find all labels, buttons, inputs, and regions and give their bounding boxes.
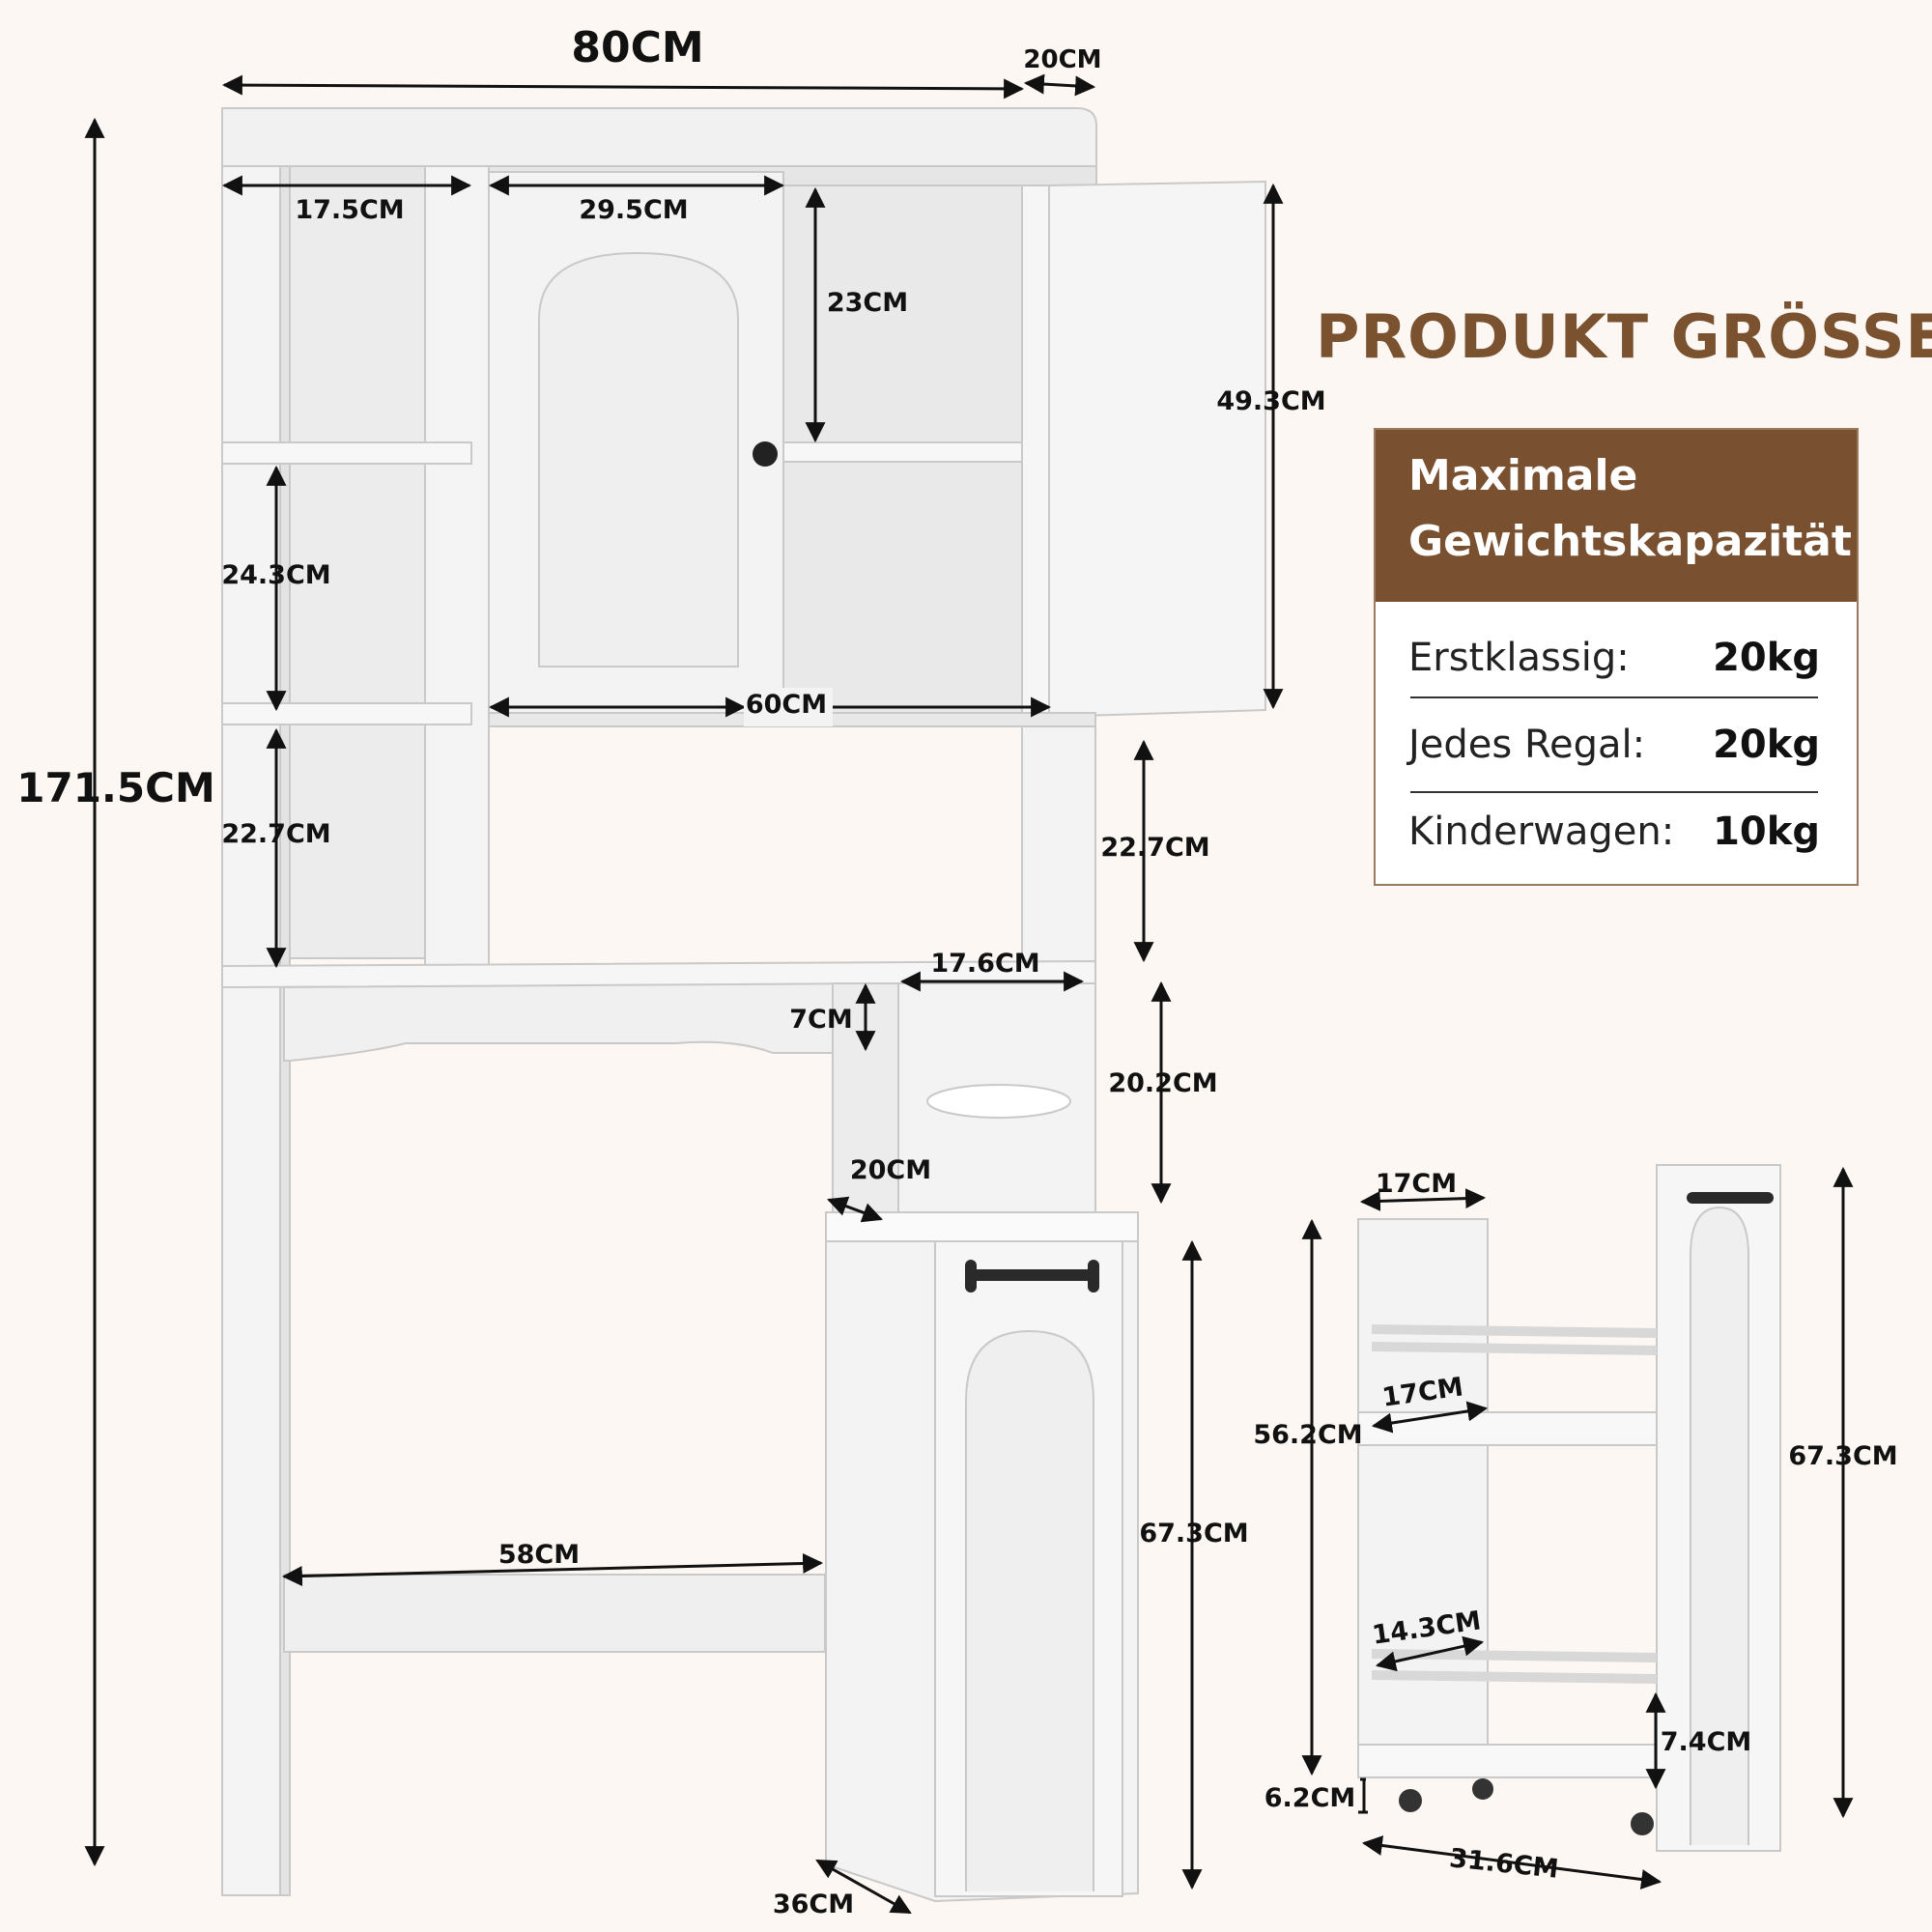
capacity-divider (1410, 791, 1818, 793)
dimension-lines (84, 73, 1854, 1915)
capacity-row-value: 20kg (1713, 723, 1820, 767)
door-knob-icon (753, 441, 778, 467)
label-apron-height: 7CM (789, 1005, 852, 1035)
label-cart-bottom-gap: 7.4CM (1661, 1727, 1752, 1757)
label-cart-depth: 31.6CM (1448, 1843, 1560, 1885)
label-side-box-depth: 20CM (850, 1155, 931, 1185)
label-cart-wheel-height: 6.2CM (1264, 1783, 1356, 1813)
label-open-shelf-height: 22.7CM (1100, 833, 1209, 863)
weight-capacity-card: Maximale Gewichtskapazität Erstklassig: … (1374, 428, 1859, 886)
label-cart-height: 56.2CM (1253, 1420, 1362, 1450)
cabinet-handle-icon (965, 1260, 1099, 1293)
label-base-depth: 36CM (773, 1889, 854, 1919)
label-total-height: 171.5CM (16, 764, 214, 811)
capacity-divider (1410, 696, 1818, 698)
label-crossbar-width: 58CM (498, 1540, 580, 1570)
label-cart-total-height: 67.3CM (1788, 1441, 1897, 1471)
capacity-row: Kinderwagen: 10kg (1408, 789, 1820, 874)
capacity-row-value: 10kg (1713, 810, 1820, 854)
label-total-width: 80CM (571, 23, 703, 72)
capacity-row-label: Erstklassig: (1408, 636, 1630, 680)
label-side-box-height: 20.2CM (1108, 1068, 1217, 1098)
capacity-row: Jedes Regal: 20kg (1408, 702, 1820, 787)
label-side-box-width: 17.6CM (930, 949, 1039, 979)
label-depth-top: 20CM (1023, 45, 1101, 74)
label-upper-compartment-height: 23CM (827, 288, 908, 318)
label-door-width: 29.5CM (579, 195, 688, 225)
dimension-labels: 80CM 20CM 171.5CM 17.5CM 29.5CM 23CM 49.… (16, 23, 1897, 1919)
main-cabinet (221, 107, 1266, 1903)
label-cart-top-width: 17CM (1376, 1169, 1457, 1199)
capacity-row-label: Kinderwagen: (1408, 810, 1675, 854)
weight-capacity-title-line2: Gewichtskapazität (1408, 517, 1852, 566)
label-door-height: 49.3CM (1216, 386, 1325, 416)
capacity-row-value: 20kg (1713, 636, 1820, 680)
label-side-cabinet-height: 67.3CM (1139, 1519, 1248, 1548)
weight-capacity-header: Maximale Gewichtskapazität (1376, 430, 1857, 602)
capacity-row-label: Jedes Regal: (1408, 723, 1646, 767)
capacity-row: Erstklassig: 20kg (1408, 615, 1820, 700)
label-cabinet-inner-width: 60CM (746, 690, 827, 720)
label-left-shelf-width: 17.5CM (295, 195, 404, 225)
weight-capacity-title-line1: Maximale (1408, 451, 1638, 500)
label-left-shelf-height-2: 22.7CM (221, 819, 330, 849)
rolling-cart (1357, 1164, 1781, 1852)
label-left-shelf-height-1: 24.3CM (221, 560, 330, 590)
product-size-heading: PRODUKT GRÖSSE (1316, 301, 1932, 372)
cart-wheel-icons (1399, 1778, 1654, 1835)
